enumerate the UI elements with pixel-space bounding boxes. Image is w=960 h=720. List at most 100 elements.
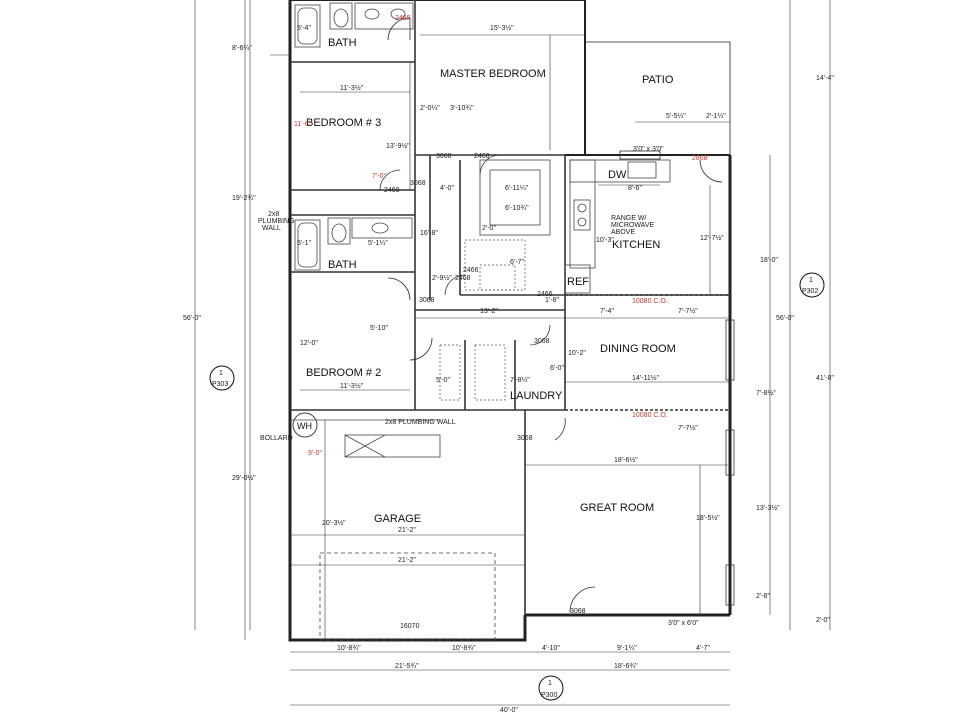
label-ref: REF: [567, 276, 589, 288]
dim-6-7: 6'-7": [510, 259, 524, 266]
dim-12-7: 12'-7½": [700, 234, 724, 242]
label-dw: DW: [608, 169, 627, 181]
dim-19-2: 19'-2¾": [232, 195, 256, 202]
dim-41-8: 41'-8": [816, 375, 834, 382]
door-code: 3068: [419, 297, 435, 304]
label-master-bedroom: MASTER BEDROOM: [440, 68, 546, 80]
dim-2-0-b: 2'-0": [482, 225, 496, 232]
note-plumbing: PLUMBING: [258, 218, 295, 225]
dim-4-10: 4'-10": [542, 645, 560, 652]
windows: [619, 150, 735, 606]
dim-2-8: 2'-8": [756, 593, 770, 600]
dim-4-0: 4'-0": [440, 185, 454, 192]
note-red-11-6: 11'-6": [294, 121, 312, 128]
dim-7-8-r: 7'-8½": [756, 389, 776, 397]
note-range: RANGE W/: [611, 215, 646, 222]
callout-left-ref: P303: [212, 381, 228, 388]
dim-56-0-right: 56'-0": [776, 315, 794, 322]
note-door-2468: 2468: [474, 153, 490, 160]
dim-5-1: 5'-1¼": [368, 240, 388, 247]
callout-bottom-num: 1: [548, 680, 552, 687]
dim-7-7-a: 7'-7½": [678, 307, 698, 315]
dim-2-0-r: 2'-0": [816, 617, 830, 624]
note-red-9-0: 9'-0": [308, 450, 322, 457]
dim-8-6-l: 8'-6¼": [232, 45, 252, 52]
note-co-bottom: 10080 C.O.: [632, 412, 668, 419]
dim-13-3: 13'-3½": [756, 504, 780, 512]
note-window-3030: 3'0" x 3'0": [633, 146, 664, 153]
label-garage: GARAGE: [374, 513, 421, 525]
dim-7-8: 7'-8¼": [510, 377, 530, 384]
door-code: 2468: [455, 275, 471, 282]
dim-18-6-gr: 18'-6½": [614, 456, 638, 464]
bath-top-fixtures: [294, 2, 414, 48]
note-bollard: BOLLARD: [260, 435, 293, 442]
garage-details: [290, 412, 496, 641]
dim-7-4: 7'-4": [600, 308, 614, 315]
door-code: 2468: [384, 187, 400, 194]
note-door-2468-red: 2468: [395, 15, 411, 22]
note-wall: WALL: [262, 225, 281, 232]
note-door-2868: 2868: [692, 155, 708, 162]
dim-5-10: 5'-10": [370, 325, 388, 332]
section-callouts: [209, 272, 825, 701]
dim-10-3: 10'-3": [596, 237, 614, 244]
dim-10-8-b: 10'-8¾": [452, 645, 476, 652]
door-code-labels: 3068 2468 3068 2468 2466 3068 3068 3068 …: [384, 153, 586, 615]
dim-5-5: 5'-5¼": [666, 113, 686, 120]
dim-18-5: 18'-5½": [696, 514, 720, 522]
callout-bottom-ref: P300: [541, 692, 557, 699]
dim-12-0: 12'-0": [300, 340, 318, 347]
dim-11-3-bot: 11'-3½": [340, 382, 364, 390]
note-red-7-0: 7'-0": [372, 173, 386, 180]
dim-15-3: 15'-3½": [490, 24, 514, 32]
dim-18-0: 18'-0": [760, 257, 778, 264]
dim-21-5: 21'-5¾": [395, 663, 419, 670]
dim-8-6: 8'-6": [628, 185, 642, 192]
dim-2-0: 2'-0¼": [420, 105, 440, 112]
dim-18-6-bot: 18'-6¾": [614, 663, 638, 670]
room-labels: BATH MASTER BEDROOM PATIO BEDROOM # 3 DW…: [297, 37, 676, 525]
callout-text: 1 P303 1 P302 1 P300: [212, 277, 818, 699]
dim-5-1b: 5'-1": [297, 240, 311, 247]
dim-6-11: 6'-11¼": [505, 185, 529, 192]
door-swings: [379, 17, 723, 613]
dim-2-9: 2'-9½": [432, 274, 452, 282]
door-code: 3068: [534, 338, 550, 345]
door-code: 3068: [436, 153, 452, 160]
dim-4-7: 4'-7": [696, 645, 710, 652]
dim-14-11: 14'-11½": [632, 374, 660, 382]
dim-29-0: 29'-0½": [232, 474, 256, 482]
door-code: 3068: [410, 180, 426, 187]
label-laundry: LAUNDRY: [510, 390, 563, 402]
note-garage-door: 16070: [400, 623, 420, 630]
label-bath-mid: BATH: [328, 259, 357, 271]
label-patio: PATIO: [642, 74, 674, 86]
dimension-lines: [194, 0, 831, 706]
label-kitchen: KITCHEN: [612, 239, 660, 251]
dim-56-0-left: 56'-0": [183, 315, 201, 322]
kitchen-fixtures: [479, 159, 671, 294]
note-plumbing-wall: 2x8 PLUMBING WALL: [385, 419, 456, 426]
closet-details: [439, 239, 526, 401]
dim-9-1: 9'-1¼": [617, 645, 637, 652]
label-bedroom-2: BEDROOM # 2: [306, 367, 381, 379]
dim-10-2: 10'-2": [568, 350, 586, 357]
dim-13-9: 13'-9½": [386, 142, 410, 150]
plan-notes: RANGE W/ MICROWAVE ABOVE 2x8 PLUMBING WA…: [258, 15, 708, 630]
exterior-walls: [288, 0, 732, 642]
note-above: ABOVE: [611, 229, 635, 236]
note-microwave: MICROWAVE: [611, 222, 654, 229]
dim-14-4: 14'-4": [816, 75, 834, 82]
callout-left-num: 1: [219, 370, 223, 377]
label-bedroom-3: BEDROOM # 3: [306, 117, 381, 129]
dim-6-0: 6'-0": [550, 365, 564, 372]
dimension-labels: 15'-3½" 11'-3½" 4'-0" 8'-6" 13'-9½" 12'-…: [183, 24, 834, 714]
label-wh: WH: [297, 421, 312, 431]
dim-10-8-a: 10'-8¾": [337, 645, 361, 652]
dim-16-8: 16'-8": [420, 230, 438, 237]
dim-6-10: 6'-10¾": [505, 205, 529, 212]
door-code: 3068: [517, 435, 533, 442]
label-great-room: GREAT ROOM: [580, 502, 654, 514]
dim-21-2-a: 21'-2": [398, 527, 416, 534]
